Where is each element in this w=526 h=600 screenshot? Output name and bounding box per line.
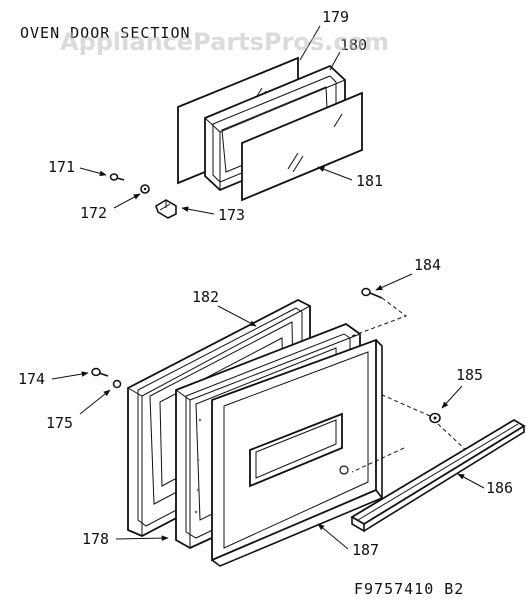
callout-171: 171 xyxy=(48,158,75,176)
callout-175: 175 xyxy=(46,414,73,432)
part-185-screw xyxy=(351,393,469,473)
callout-182: 182 xyxy=(192,288,219,306)
callout-173: 173 xyxy=(218,206,245,224)
part-175-washer xyxy=(112,379,122,389)
part-171-screw xyxy=(109,173,125,181)
callout-179: 179 xyxy=(322,8,349,26)
callout-180: 180 xyxy=(340,36,367,54)
leader-185 xyxy=(441,385,463,409)
leader-178 xyxy=(115,535,169,541)
leader-182 xyxy=(217,305,257,327)
part-174-screw xyxy=(91,367,109,377)
callout-184: 184 xyxy=(414,256,441,274)
part-173-bracket xyxy=(155,199,177,219)
leader-172 xyxy=(113,193,141,209)
callout-185: 185 xyxy=(456,366,483,384)
part-186-handle-trim xyxy=(350,418,526,533)
leader-175 xyxy=(79,389,111,415)
leader-173 xyxy=(181,206,215,215)
leader-174 xyxy=(51,371,89,380)
diagram-title: OVEN DOOR SECTION xyxy=(20,24,191,42)
drawing-code: F9757410 B2 xyxy=(354,580,464,598)
callout-181: 181 xyxy=(356,172,383,190)
leader-181 xyxy=(317,166,353,181)
part-184-screw xyxy=(351,287,408,337)
part-181-front-glass xyxy=(241,91,363,202)
leader-179 xyxy=(299,25,321,61)
door-window-opening xyxy=(249,412,343,488)
leader-187 xyxy=(317,523,349,550)
leader-171 xyxy=(79,167,107,177)
leader-184 xyxy=(375,273,413,291)
leader-186 xyxy=(457,473,485,489)
part-172-washer xyxy=(140,184,150,194)
callout-178: 178 xyxy=(82,530,109,548)
callout-172: 172 xyxy=(80,204,107,222)
callout-174: 174 xyxy=(18,370,45,388)
callout-186: 186 xyxy=(486,479,513,497)
part-180-glass-frame xyxy=(204,64,346,192)
leader-180 xyxy=(329,51,341,71)
watermark: AppliancePartsPros.com xyxy=(60,28,389,56)
callout-187: 187 xyxy=(352,541,379,559)
part-187-outer-door-panel xyxy=(211,338,384,567)
